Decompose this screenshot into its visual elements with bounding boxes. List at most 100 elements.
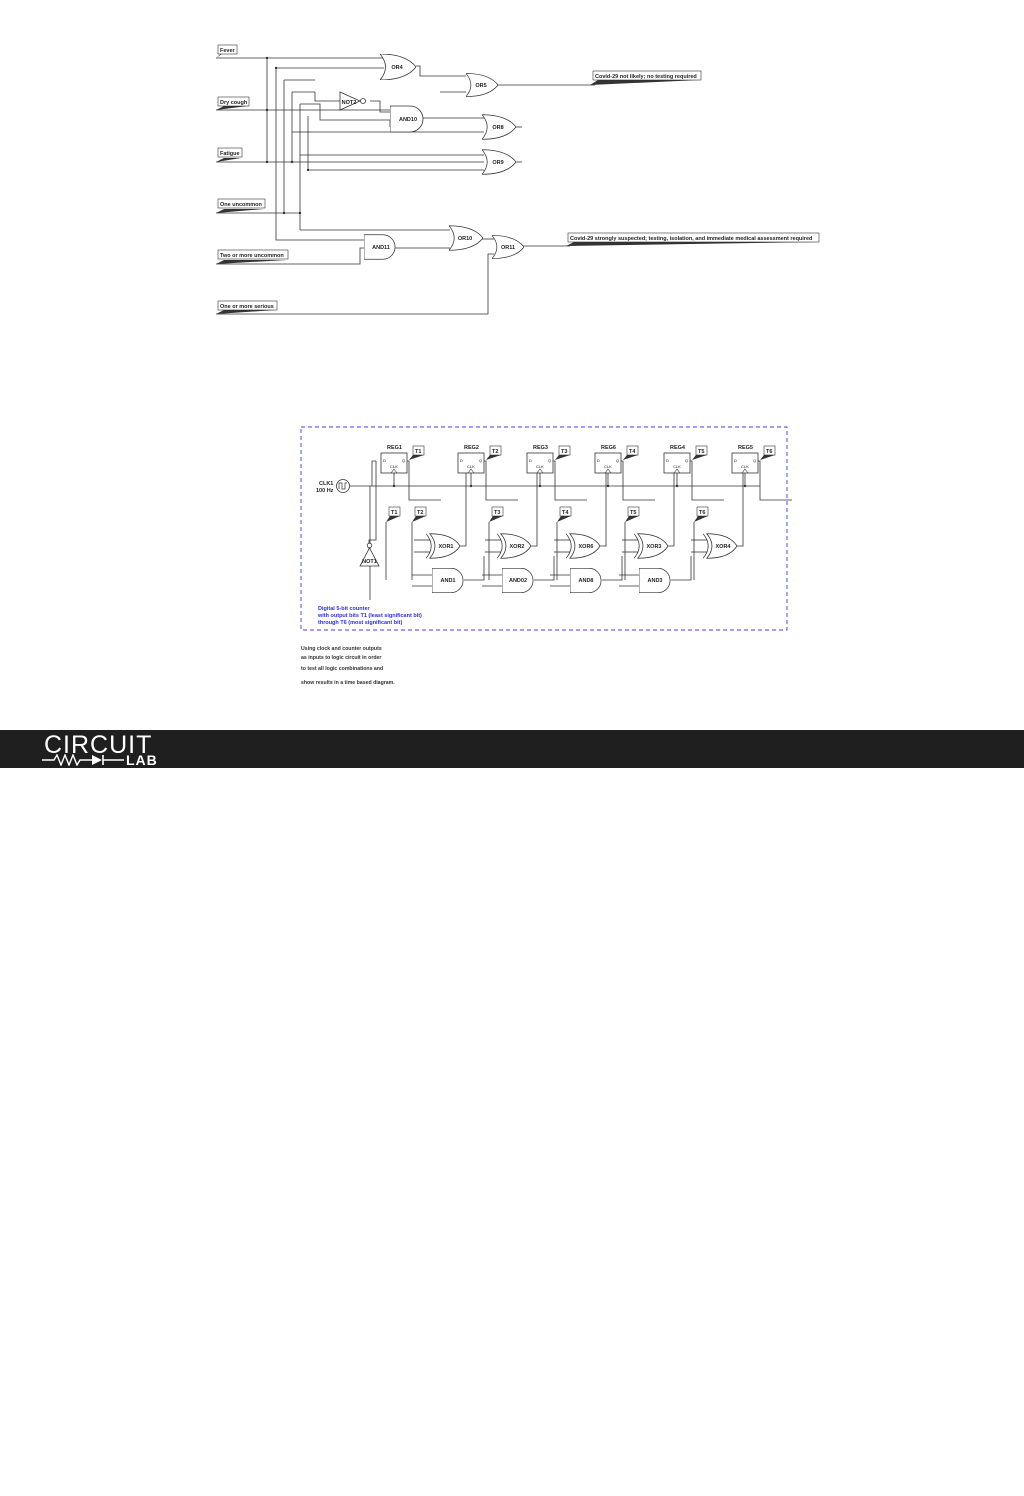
input-one-uncommon: One uncommon [216,198,266,213]
project-name[interactable]: Lab2_c [282,1461,334,1478]
logo-circuit-text: CIRCUIT [44,731,153,759]
pin-clk-label: CLK [741,464,749,469]
input-fever: Fever [216,44,238,58]
description-line-3: to test all logic combinations and [301,666,383,672]
probe-4: T4 [623,445,639,460]
gate-label-or11: OR11 [501,245,515,251]
gate-or5: OR5 [466,73,498,97]
input-label-one-uncommon: One uncommon [220,202,263,208]
input-label-fever: Fever [220,48,236,54]
output-not-likely: Covid-29 not likely; no testing required [590,70,702,85]
counter-note-line-1: Digital 5-bit counter [318,606,371,612]
probe-3: T3 [555,445,571,460]
gate-not2: NOT2 [339,91,366,111]
probe-label: T1 [415,449,421,455]
pin-d-label: D [666,458,669,463]
pin-d-label: D [460,458,463,463]
pin-d-label: D [529,458,532,463]
probe-label: T4 [629,449,636,455]
gate-label-and: AND02 [509,578,527,584]
probe-tap-1: T1 [386,506,401,522]
pin-clk-label: CLK [604,464,612,469]
project-url[interactable]: http://circuitlab.com/cga9jq75kd3me [218,1479,458,1496]
circuitlab-logo[interactable]: CIRCUIT LAB [40,731,180,768]
pin-d-label: D [383,458,386,463]
input-fatigue: Fatigue [216,147,243,162]
gate-or11: OR11 [492,235,524,259]
register-label: REG1 [387,445,402,451]
logo-lab-text: LAB [126,752,158,768]
counter-frame [300,426,788,631]
pin-q-label: Q [616,458,619,463]
gate-label-or5: OR5 [475,83,486,89]
gate-label-xor: XOR6 [579,544,594,550]
pin-clk-label: CLK [390,464,398,469]
counter-note: Digital 5-bit counter with output bits T… [317,606,422,626]
register-label: REG6 [601,445,616,451]
schematic-canvas: Fever Dry cough Fatigue One uncommon Two… [216,44,820,686]
probe-label: T2 [492,449,498,455]
gate-label-xor: XOR4 [716,544,732,550]
resistor-diode-icon [42,754,124,766]
pin-clk-label: CLK [673,464,681,469]
output-label-suspected: Covid-29 strongly suspected; testing, is… [570,236,812,242]
pin-q-label: Q [479,458,482,463]
register-label: REG3 [533,445,548,451]
description-line-2: as inputs to logic circuit in order [301,655,381,661]
output-suspected: Covid-29 strongly suspected; testing, is… [566,232,820,246]
gate-label-xor: XOR2 [510,544,525,550]
gate-and-1: AND1 [432,568,464,593]
input-label-two-uncommon: Two or more uncommon [220,253,284,259]
probe-tap-4: T4 [557,506,572,522]
gate-xor-2: XOR2 [497,533,531,559]
counter-note-line-2: with output bits T1 (least significant b… [317,613,422,619]
owner-username[interactable]: alassen [218,1461,270,1478]
project-title-line: alassen / Lab2_c [218,1461,334,1478]
input-two-uncommon: Two or more uncommon [216,249,289,264]
clock-frequency: 100 Hz [316,488,334,494]
gate-label-or4: OR4 [391,65,403,71]
clock-source: CLK1 100 Hz [316,479,350,494]
junction-dots [265,56,310,215]
input-label-one-serious: One or more serious [220,304,274,310]
logic-wires [216,57,595,315]
probe-tap-3: T3 [489,506,504,522]
pin-clk-label: CLK [467,464,475,469]
gate-label-and10: AND10 [399,117,417,123]
gate-xor-1: XOR1 [426,533,460,559]
counter-wires [350,460,792,600]
pin-q-label: Q [685,458,688,463]
footer-bar: CIRCUIT LAB alassen / Lab2_c http://circ… [0,730,1024,1496]
input-label-dry-cough: Dry cough [220,100,248,106]
probe-2: T2 [486,445,502,460]
pin-q-label: Q [402,458,405,463]
probe-5: T5 [692,445,708,460]
gate-label-and11: AND11 [372,245,390,251]
gate-xor-4: XOR3 [634,533,668,559]
pin-q-label: Q [548,458,551,463]
probe-tap-label: T1 [391,510,397,516]
gate-label-or10: OR10 [458,236,472,242]
input-one-serious: One or more serious [216,300,278,314]
probe-1: T1 [409,445,425,460]
probe-tap-2: T2 [412,506,427,522]
gate-or10: OR10 [449,225,483,251]
gate-and-3: AND8 [570,568,602,593]
probe-tap-label: T4 [562,510,569,516]
gate-and-4: AND3 [639,568,671,593]
pin-q-label: Q [753,458,756,463]
probe-label: T3 [561,449,567,455]
description-line-1: Using clock and counter outputs [301,646,382,652]
probe-6: T6 [760,445,776,460]
probe-tap-label: T2 [417,510,423,516]
gate-xor-5: XOR4 [703,533,737,559]
probe-tap-5: T5 [625,506,640,522]
gate-or9: OR9 [482,149,516,175]
